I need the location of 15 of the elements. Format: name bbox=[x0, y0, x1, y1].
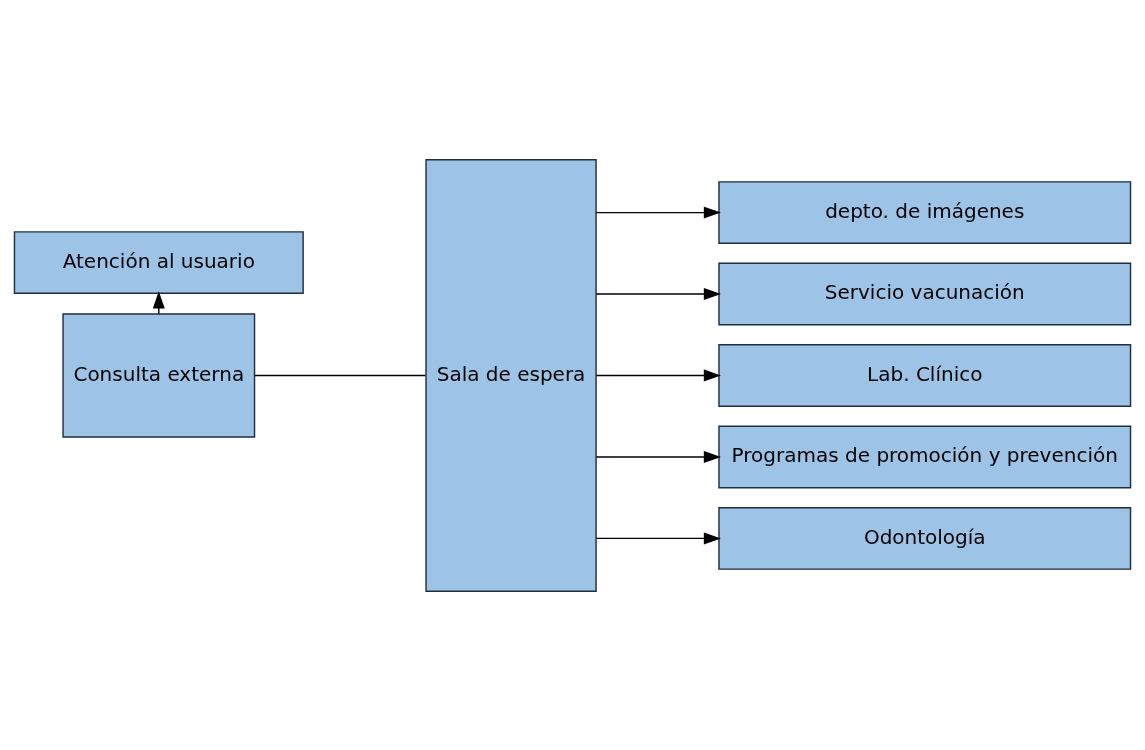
arrow bbox=[595, 531, 721, 544]
connector bbox=[253, 374, 427, 376]
arrow bbox=[595, 206, 721, 219]
node-box: Programas de promoción y prevención bbox=[718, 425, 1132, 488]
arrow bbox=[595, 450, 721, 463]
arrow bbox=[152, 290, 165, 314]
node-box: Sala de espera bbox=[425, 158, 597, 592]
node-box: depto. de imágenes bbox=[718, 180, 1132, 244]
node-box: Lab. Clínico bbox=[718, 343, 1132, 407]
node-box: Odontología bbox=[718, 506, 1132, 570]
node-box: Servicio vacunación bbox=[718, 262, 1132, 325]
node-box: Atención al usuario bbox=[13, 230, 304, 294]
node-box: Consulta externa bbox=[62, 312, 256, 438]
arrow bbox=[595, 287, 721, 300]
arrow bbox=[595, 369, 721, 381]
